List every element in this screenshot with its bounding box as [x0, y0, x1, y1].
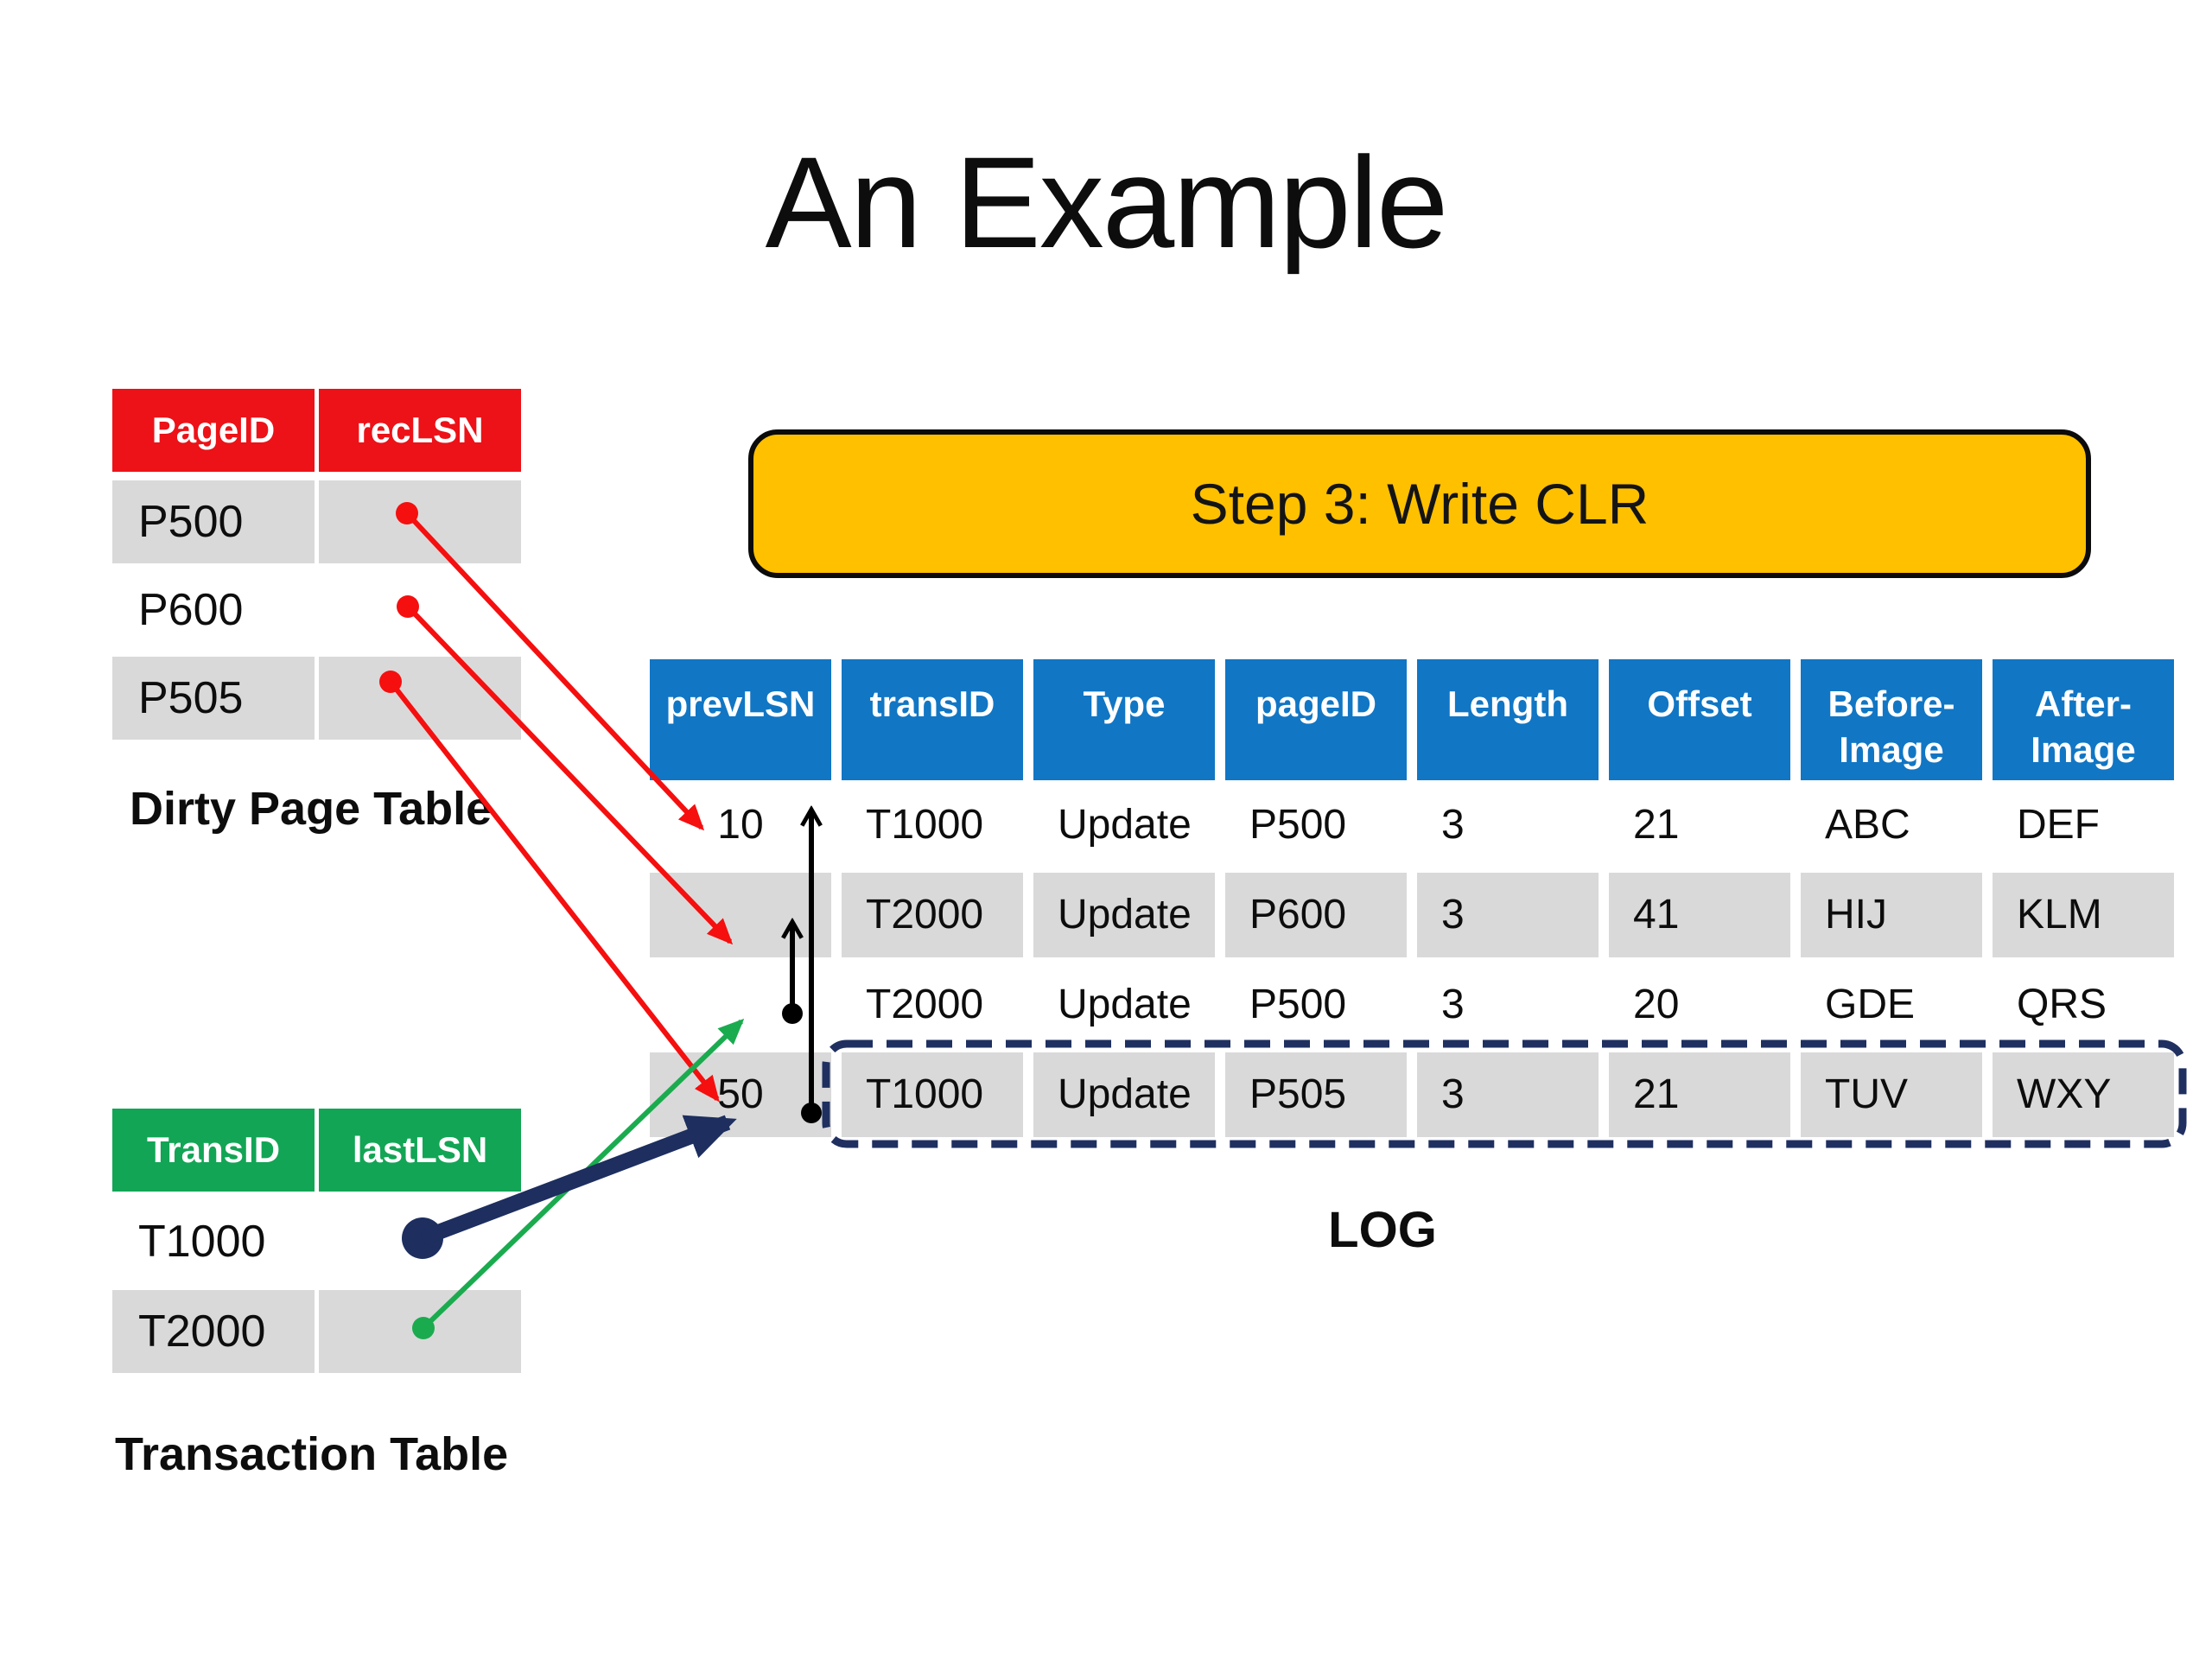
log-cell: Update [1033, 1052, 1215, 1137]
log-cell: 41 [1609, 873, 1790, 957]
table-row: P505 [112, 657, 521, 740]
step-banner-label: Step 3: Write CLR [1190, 472, 1649, 536]
dirty-page-table: PageID recLSN P500 P600 P505 [112, 389, 521, 745]
dpt-pageid-p600: P600 [138, 585, 244, 635]
log-cell: 3 [1417, 873, 1599, 957]
log-col-type: Type [1033, 659, 1215, 780]
log-col-transid: transID [842, 659, 1023, 780]
log-col-prevlsn: prevLSN [650, 659, 831, 780]
log-col-after-image: After- Image [1993, 659, 2174, 780]
log-cell: T1000 [842, 1052, 1023, 1137]
log-cell: QRS [2017, 982, 2107, 1027]
log-cell: 20 [1633, 982, 1680, 1027]
transaction-table: TransID lastLSN T1000 T2000 [112, 1109, 521, 1380]
log-cell: ABC [1825, 802, 1910, 848]
log-cell: Update [1058, 982, 1192, 1027]
transaction-table-header: TransID lastLSN [112, 1109, 521, 1192]
dpt-pageid-p505: P505 [112, 657, 315, 740]
log-cell: TUV [1801, 1052, 1982, 1137]
tt-col-transid: TransID [112, 1109, 315, 1192]
table-row: P500 [112, 480, 521, 563]
log-cell [650, 873, 831, 957]
dpt-reclsn-p600 [319, 569, 521, 652]
log-row-1: 10 T1000 Update P500 3 21 ABC DEF [650, 783, 2188, 868]
log-cell: P600 [1225, 873, 1407, 957]
log-cell: 10 [717, 802, 764, 848]
tt-lastlsn-t1000 [319, 1200, 521, 1283]
log-cell: HIJ [1801, 873, 1982, 957]
log-table: prevLSN transID Type pageID Length Offse… [650, 659, 2188, 1142]
log-col-length: Length [1417, 659, 1599, 780]
tt-col-lastlsn: lastLSN [319, 1109, 521, 1192]
log-cell: DEF [2017, 802, 2100, 848]
log-row-3: T2000 Update P500 3 20 GDE QRS [650, 963, 2188, 1047]
log-cell: Update [1058, 802, 1192, 848]
transaction-table-caption: Transaction Table [115, 1428, 509, 1480]
log-cell: P500 [1249, 982, 1347, 1027]
dirty-page-table-caption: Dirty Page Table [130, 783, 493, 835]
tt-transid-t1000: T1000 [138, 1217, 266, 1267]
dpt-pageid-p500: P500 [112, 480, 315, 563]
tt-transid-t2000: T2000 [112, 1290, 315, 1373]
log-cell: GDE [1825, 982, 1916, 1027]
log-cell: 21 [1633, 802, 1680, 848]
log-cell: 50 [650, 1052, 831, 1137]
dpt-reclsn-p505 [319, 657, 521, 740]
log-col-offset: Offset [1609, 659, 1790, 780]
log-cell: T1000 [866, 802, 984, 848]
dpt-col-pageid: PageID [112, 389, 315, 472]
log-table-header: prevLSN transID Type pageID Length Offse… [650, 659, 2188, 780]
table-row: T1000 [112, 1200, 521, 1283]
log-cell: 3 [1441, 982, 1465, 1027]
log-cell [650, 963, 831, 1047]
log-table-caption: LOG [1328, 1202, 1437, 1258]
log-cell: WXY [1993, 1052, 2174, 1137]
table-row: T2000 [112, 1290, 521, 1373]
dpt-col-reclsn: recLSN [319, 389, 521, 472]
log-row-4-clr-highlighted: 50 T1000 Update P505 3 21 TUV WXY [650, 1052, 2188, 1137]
dirty-page-table-header: PageID recLSN [112, 389, 521, 472]
log-row-2: T2000 Update P600 3 41 HIJ KLM [650, 873, 2188, 957]
log-cell: KLM [1993, 873, 2174, 957]
log-cell: P500 [1249, 802, 1347, 848]
log-cell: P505 [1225, 1052, 1407, 1137]
log-cell: 3 [1441, 802, 1465, 848]
log-cell: T2000 [842, 873, 1023, 957]
log-cell: 21 [1609, 1052, 1790, 1137]
dpt-reclsn-p500 [319, 480, 521, 563]
log-cell: Update [1033, 873, 1215, 957]
tt-lastlsn-t2000 [319, 1290, 521, 1373]
log-col-pageid: pageID [1225, 659, 1407, 780]
slide-title: An Example [765, 130, 1449, 275]
log-col-before-image: Before- Image [1801, 659, 1982, 780]
table-row: P600 [112, 569, 521, 652]
step-banner: Step 3: Write CLR [748, 429, 2091, 578]
log-cell: 3 [1417, 1052, 1599, 1137]
log-cell: T2000 [866, 982, 984, 1027]
